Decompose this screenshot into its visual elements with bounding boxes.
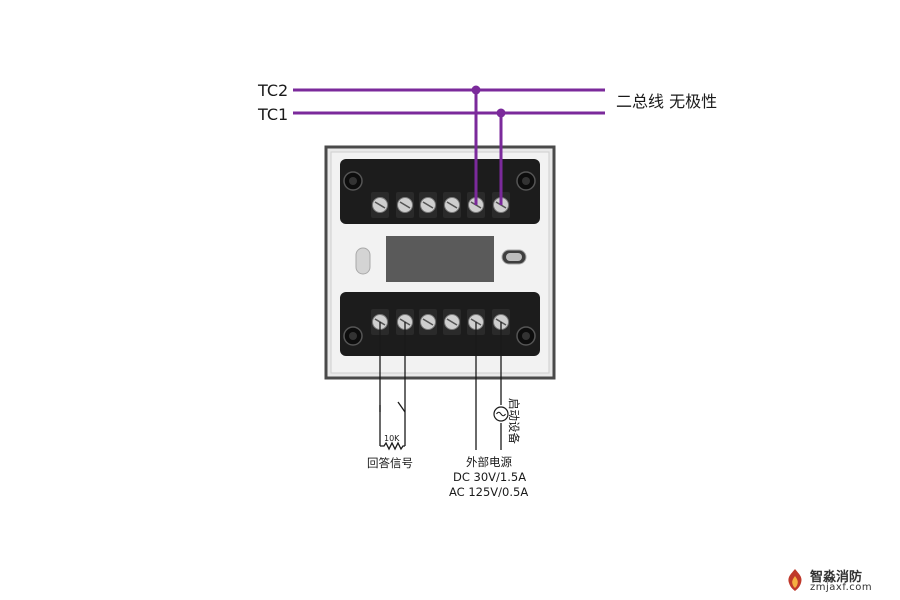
terminal-screw <box>443 192 461 218</box>
feedback-caption: 启动设备 <box>507 398 521 444</box>
module-housing <box>324 145 556 380</box>
answer-signal-caption: 回答信号 <box>367 456 413 470</box>
junction-tc2 <box>471 85 481 95</box>
brand-logo-icon <box>788 569 802 591</box>
answer-signal-circuit: 10K 回答信号 <box>367 322 413 470</box>
junction-tc1 <box>496 108 506 118</box>
external-power-circuit: 外部电源 DC 30V/1.5A AC 125V/0.5A 启动设备 <box>449 322 528 499</box>
label-tc1: TC1 <box>257 105 288 124</box>
bottom-terminal-block <box>340 292 540 356</box>
terminal-screw <box>419 309 437 335</box>
top-terminal-screws <box>371 192 510 218</box>
power-caption: 外部电源 <box>466 455 512 469</box>
terminal-screw <box>371 192 389 218</box>
terminal-screw <box>443 309 461 335</box>
brand-watermark: 智淼消防 zmjaxf.com <box>782 566 892 596</box>
terminal-screw <box>419 192 437 218</box>
bus-description: 二总线 无极性 <box>616 92 717 111</box>
label-window <box>386 236 494 282</box>
brand-url: zmjaxf.com <box>810 582 873 593</box>
label-tc2: TC2 <box>257 81 288 100</box>
power-ac-rating: AC 125V/0.5A <box>449 485 528 499</box>
brand-title: 智淼消防 <box>810 570 863 585</box>
top-terminal-block <box>340 159 540 224</box>
resistor-value: 10K <box>384 434 400 443</box>
power-dc-rating: DC 30V/1.5A <box>453 470 526 484</box>
terminal-screw <box>396 192 414 218</box>
